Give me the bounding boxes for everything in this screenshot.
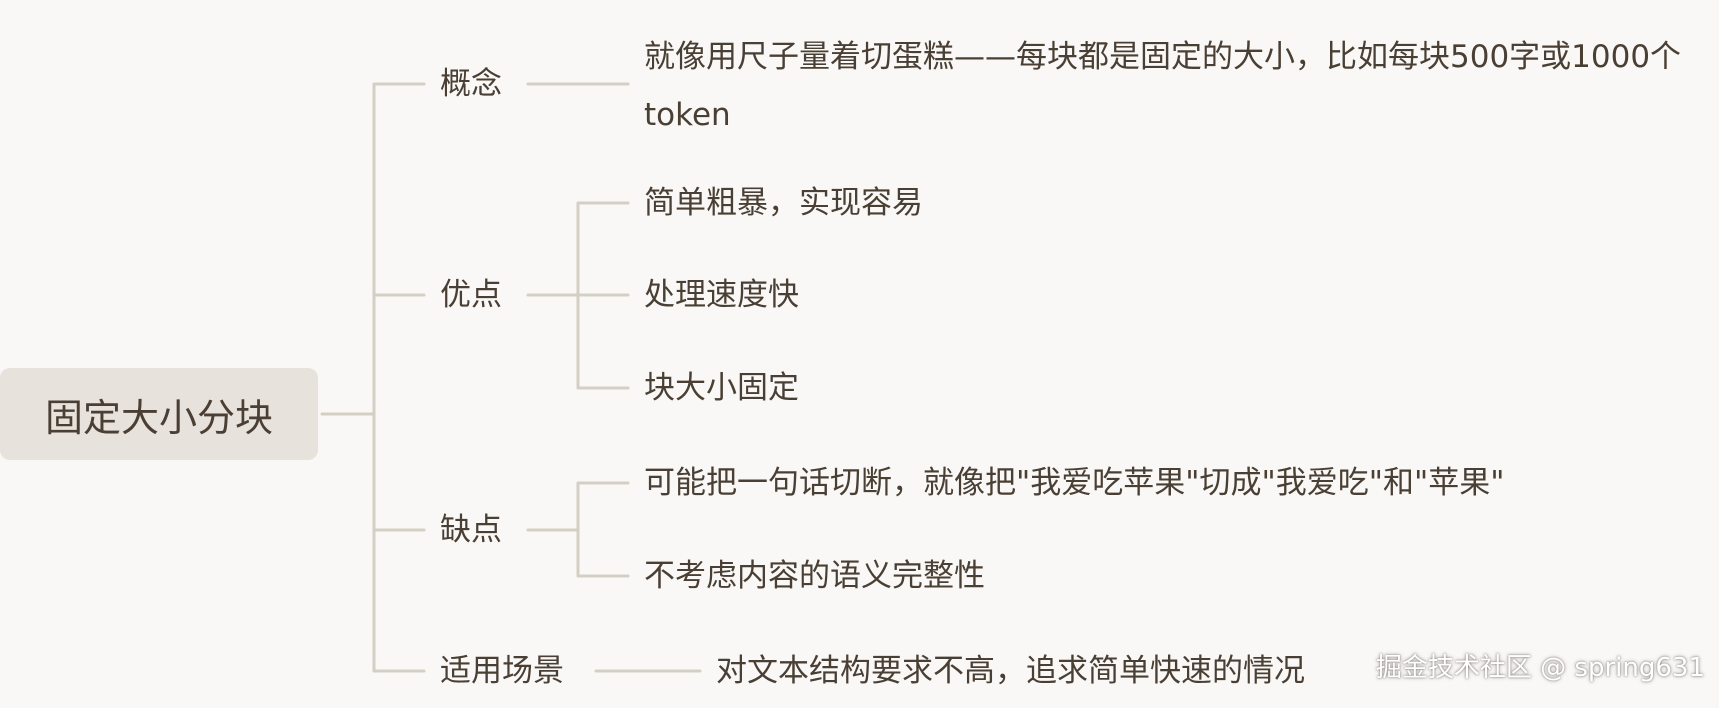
root-node: 固定大小分块 <box>0 368 318 460</box>
leaf-concept-definition: 就像用尺子量着切蛋糕——每块都是固定的大小，比如每块500字或1000个toke… <box>644 39 1682 133</box>
leaf-cons-split-sentence: 可能把一句话切断，就像把"我爱吃苹果"切成"我爱吃"和"苹果" <box>644 465 1505 501</box>
pros-subtrunk <box>526 201 630 390</box>
branch-label-cons: 缺点 <box>440 512 502 548</box>
leaf-scenario-use-case: 对文本结构要求不高，追求简单快速的情况 <box>716 653 1305 689</box>
cons-subtrunk <box>526 481 630 578</box>
root-label: 固定大小分块 <box>44 395 273 440</box>
watermark: 掘金技术社区 @ spring631 <box>1375 653 1705 683</box>
leaf-pros-fixed-size: 块大小固定 <box>644 370 799 406</box>
leaf-cons-no-semantics: 不考虑内容的语义完整性 <box>644 558 985 594</box>
branch-label-concept: 概念 <box>440 66 502 102</box>
branch-label-pros: 优点 <box>440 277 502 313</box>
leaf-pros-simple: 简单粗暴，实现容易 <box>644 185 923 221</box>
leaf-pros-fast: 处理速度快 <box>644 277 799 313</box>
branch-label-scenario: 适用场景 <box>440 653 564 689</box>
